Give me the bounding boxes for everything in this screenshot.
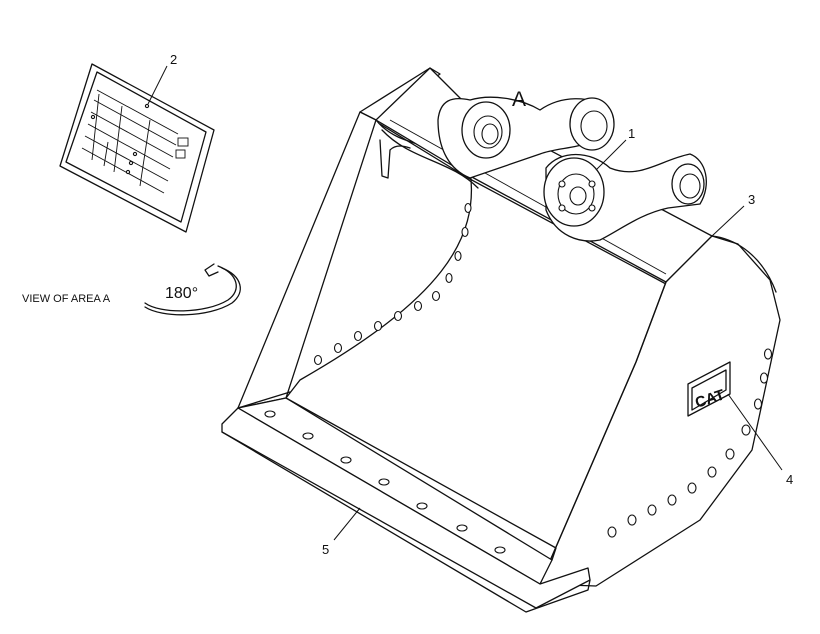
leader-5 bbox=[333, 507, 361, 541]
linkage-bosses bbox=[437, 96, 707, 242]
callout-5: 5 bbox=[322, 542, 329, 557]
decal-plate bbox=[59, 63, 215, 233]
leader-2 bbox=[147, 65, 168, 105]
cutting-edge-holes bbox=[264, 410, 506, 554]
callout-3: 3 bbox=[748, 192, 755, 207]
cat-logo: CAT bbox=[687, 361, 731, 417]
leader-1 bbox=[595, 139, 627, 171]
view-of-area-label: VIEW OF AREA A bbox=[22, 293, 111, 305]
callout-2: 2 bbox=[170, 52, 177, 67]
left-side-holes bbox=[313, 202, 472, 366]
callout-4: 4 bbox=[786, 472, 793, 487]
leader-3 bbox=[711, 205, 745, 237]
callout-1: 1 bbox=[628, 126, 635, 141]
rotation-label: 180° bbox=[165, 285, 198, 302]
rotation-arrow bbox=[144, 263, 241, 316]
right-side-holes bbox=[607, 348, 773, 538]
leader-4 bbox=[727, 393, 783, 471]
area-letter-a: A bbox=[512, 88, 526, 111]
